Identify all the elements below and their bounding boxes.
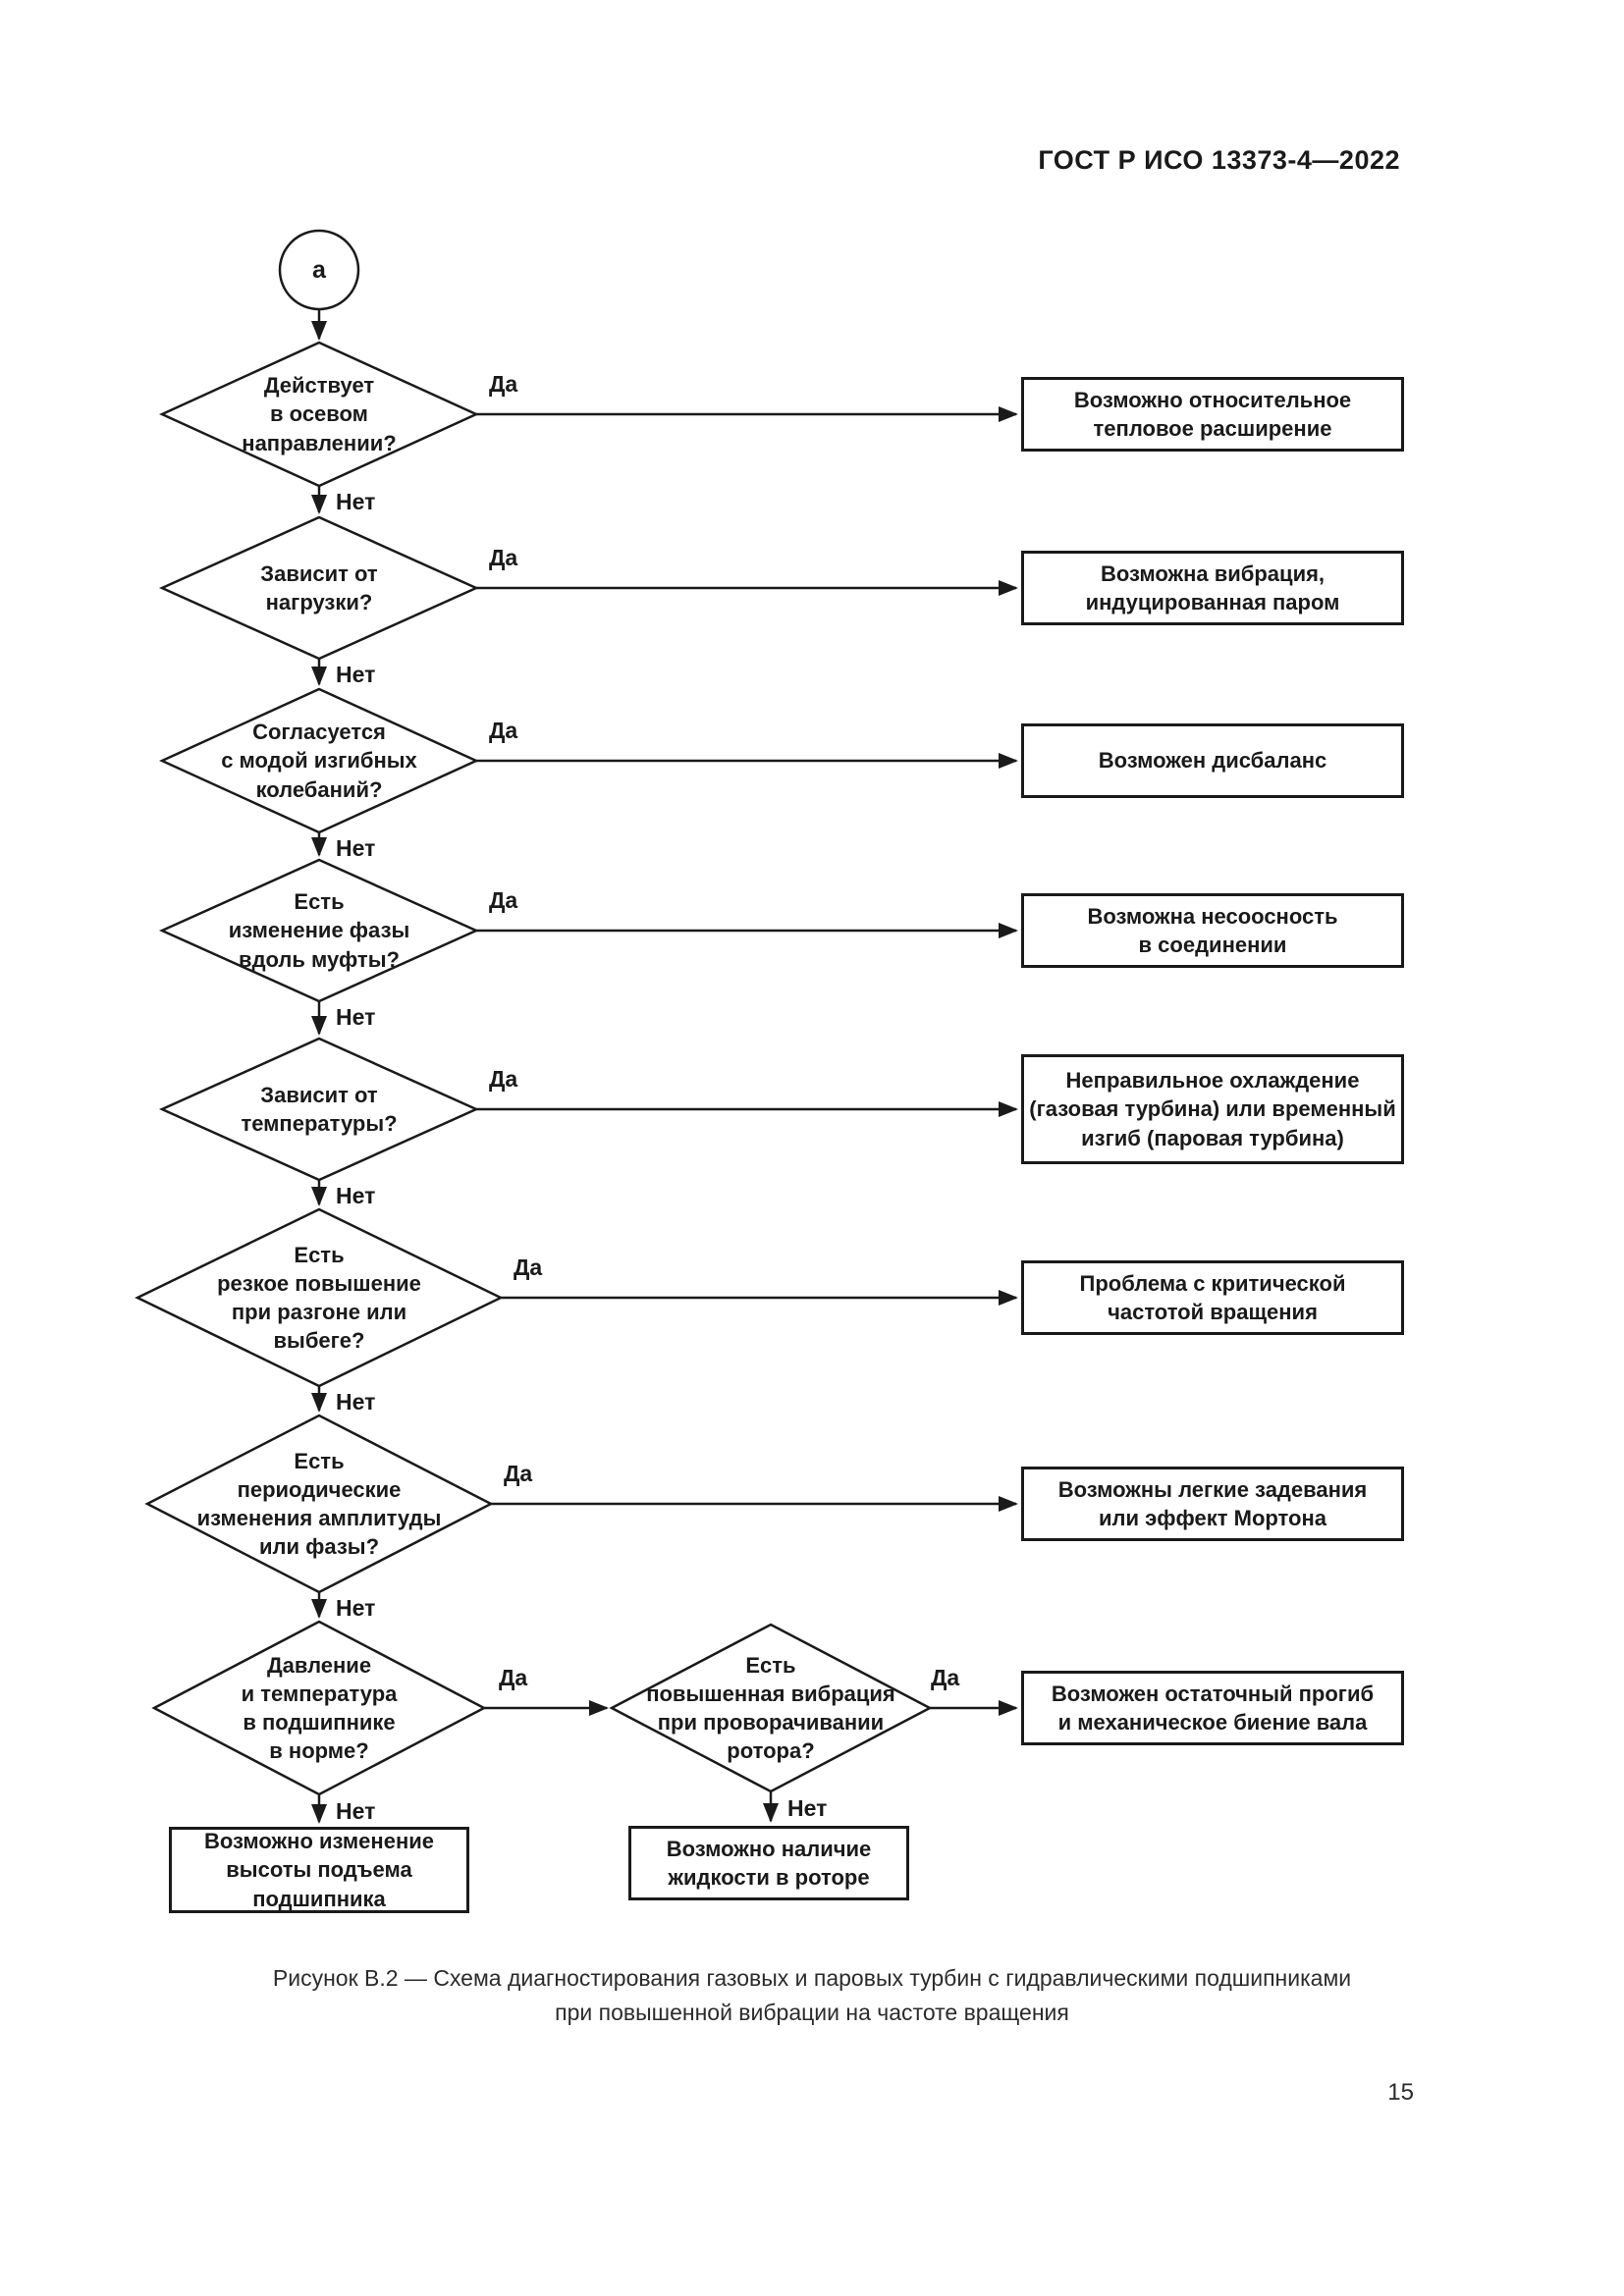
yes-label: Да: [489, 718, 518, 743]
result-misalignment: Возможна несоосность в соединении: [1021, 893, 1404, 968]
result-steam-induced-vibration: Возможна вибрация, индуцированная паром: [1021, 551, 1404, 625]
result-bearing-lift-change: Возможно изменение высоты подъема подшип…: [169, 1827, 469, 1913]
result-critical-speed-problem: Проблема с критической частотой вращения: [1021, 1260, 1404, 1335]
decision-diamond-shape-7: [144, 1414, 494, 1594]
result-unbalance: Возможен дисбаланс: [1021, 723, 1404, 798]
yes-label: Да: [489, 545, 518, 570]
no-label: Нет: [336, 1798, 376, 1824]
decision-bearing-pressure-temperature: Давление и температура в подшипнике в но…: [241, 1652, 398, 1764]
yes-label: Да: [499, 1665, 528, 1690]
no-label: Нет: [336, 835, 376, 861]
result-improper-cooling-or-bend: Неправильное охлаждение (газовая турбина…: [1021, 1054, 1404, 1164]
yes-label: Да: [489, 887, 518, 913]
no-label: Нет: [336, 489, 376, 514]
no-label: Нет: [336, 1595, 376, 1621]
decision-periodic-amplitude-phase: Есть периодические изменения амплитуды и…: [196, 1448, 442, 1560]
decision-diamond-shape-3: [158, 687, 480, 834]
decision-diamond-shape-4: [158, 858, 480, 1003]
decision-diamond-shape-9: [609, 1623, 933, 1793]
document-header: ГОСТ Р ИСО 13373-4—2022: [1038, 145, 1400, 175]
decision-phase-change-coupling: Есть изменение фазы вдоль муфты?: [228, 889, 410, 972]
page-number: 15: [1387, 2079, 1414, 2106]
decision-load-dependent: Зависит от нагрузки?: [260, 561, 378, 614]
figure-caption: Рисунок В.2 — Схема диагностирования газ…: [272, 1965, 1352, 2025]
decision-temperature-dependent: Зависит от температуры?: [241, 1082, 398, 1136]
decision-bending-mode: Согласуется с модой изгибных колебаний?: [221, 720, 417, 802]
decision-vibration-rotor-turning: Есть повышенная вибрация при проворачива…: [646, 1652, 895, 1764]
result-thermal-expansion: Возможно относительное тепловое расширен…: [1021, 377, 1404, 452]
no-label: Нет: [336, 1389, 376, 1415]
no-label: Нет: [787, 1795, 828, 1821]
result-light-rubs-morton-effect: Возможны легкие задевания или эффект Мор…: [1021, 1467, 1404, 1541]
result-residual-bow-runout: Возможен остаточный прогиб и механическо…: [1021, 1671, 1404, 1745]
no-label: Нет: [336, 1004, 376, 1030]
result-fluid-in-rotor: Возможно наличие жидкости в роторе: [628, 1826, 909, 1900]
yes-label: Да: [931, 1665, 960, 1690]
yes-label: Да: [489, 371, 518, 397]
decision-diamond-shape-8: [151, 1620, 487, 1796]
decision-sharp-rise-runup-coastdown: Есть резкое повышение при разгоне или вы…: [217, 1242, 421, 1354]
decision-diamond-shape-1: [158, 341, 480, 488]
yes-label: Да: [504, 1461, 533, 1486]
decision-diamond-shape-5: [158, 1037, 480, 1182]
start-connector-label: а: [312, 255, 326, 284]
yes-label: Да: [489, 1066, 518, 1092]
decision-diamond-shape-6: [135, 1207, 504, 1388]
no-label: Нет: [336, 1183, 376, 1208]
no-label: Нет: [336, 662, 376, 687]
decision-diamond-shape-2: [158, 515, 480, 661]
decision-axial-direction: Действует в осевом направлении?: [242, 373, 397, 455]
yes-label: Да: [514, 1255, 543, 1280]
